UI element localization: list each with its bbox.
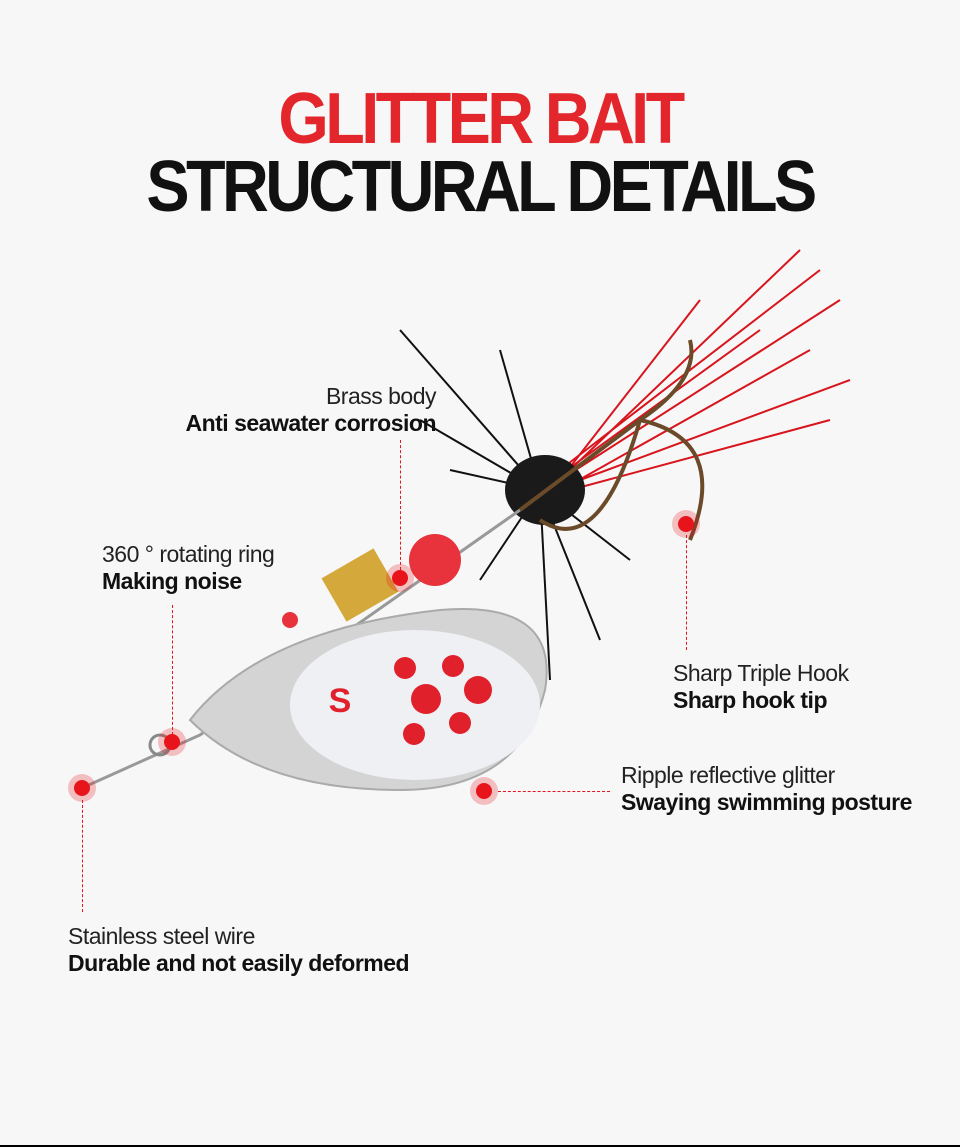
callout-title: Sharp Triple Hook <box>673 660 849 686</box>
callout-steel-wire: Stainless steel wire Durable and not eas… <box>68 923 410 977</box>
title-line-1: GLITTER BAIT <box>278 79 685 159</box>
callout-detail: Making noise <box>102 568 242 594</box>
marker-dot <box>476 783 492 799</box>
leader-line <box>400 440 401 570</box>
spinner-lure-illustration: S <box>81 249 851 792</box>
logo-text: S <box>329 682 352 720</box>
callout-triple-hook: Sharp Triple Hook Sharp hook tip <box>673 660 849 714</box>
red-dots <box>394 655 492 745</box>
title-line-2: STRUCTURAL DETAILS <box>146 147 817 227</box>
red-feathers <box>559 249 851 491</box>
callout-title: Stainless steel wire <box>68 923 255 949</box>
leader-line <box>686 535 687 650</box>
callout-reflective-glitter: Ripple reflective glitter Swaying swimmi… <box>621 762 912 816</box>
bottom-border <box>0 1145 960 1147</box>
callout-detail: Swaying swimming posture <box>621 789 912 815</box>
marker-dot <box>74 780 90 796</box>
callout-brass-body: Brass body Anti seawater corrosion <box>164 383 436 437</box>
callout-title: Brass body <box>325 383 437 409</box>
marker-dot <box>678 516 694 532</box>
leader-line <box>82 800 83 912</box>
callout-title: 360 ° rotating ring <box>102 541 275 567</box>
marker-dot <box>164 734 180 750</box>
callout-detail: Sharp hook tip <box>673 687 827 713</box>
triple-hook <box>518 339 705 541</box>
callout-rotating-ring: 360 ° rotating ring Making noise <box>102 541 275 595</box>
callout-detail: Anti seawater corrosion <box>185 410 436 436</box>
callout-title: Ripple reflective glitter <box>621 762 835 788</box>
callout-detail: Durable and not easily deformed <box>68 950 410 976</box>
leader-line <box>172 605 173 735</box>
red-bead <box>409 534 461 586</box>
leader-line <box>498 791 610 792</box>
marker-dot <box>392 570 408 586</box>
